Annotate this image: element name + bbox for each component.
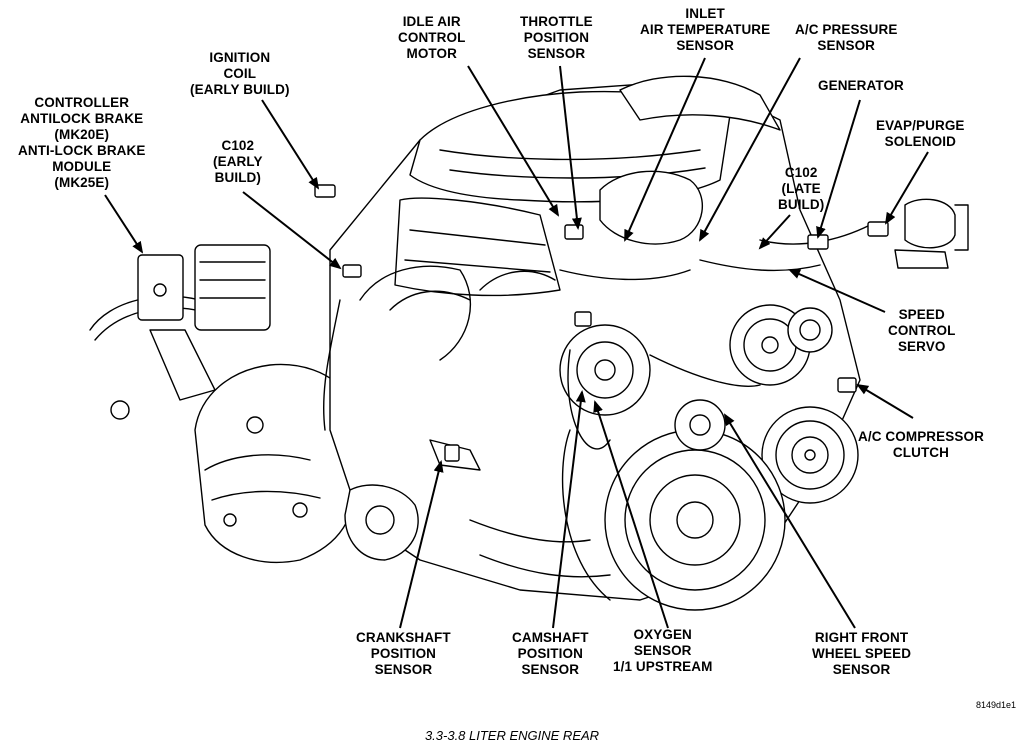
label-line: COIL — [223, 66, 257, 81]
label-throttle-position-sensor: THROTTLE POSITION SENSOR — [520, 14, 593, 62]
label-generator: GENERATOR — [818, 78, 904, 94]
label-line: THROTTLE — [520, 14, 593, 29]
label-speed-control-servo: SPEED CONTROL SERVO — [888, 307, 955, 355]
label-line: ANTI-LOCK BRAKE — [18, 143, 146, 158]
label-line: (LATE — [781, 181, 821, 196]
label-c102-late-build: C102 (LATE BUILD) — [778, 165, 824, 213]
label-line: POSITION — [523, 30, 590, 45]
label-line: CLUTCH — [892, 445, 949, 460]
label-oxygen-sensor: OXYGEN SENSOR 1/1 UPSTREAM — [613, 627, 712, 675]
label-line: IGNITION — [209, 50, 271, 65]
figure-reference-code: 8149d1e1 — [975, 700, 1016, 710]
label-c102-early-build: C102 (EARLY BUILD) — [213, 138, 263, 186]
label-evap-purge-solenoid: EVAP/PURGE SOLENOID — [876, 118, 965, 150]
label-line: MODULE — [52, 159, 112, 174]
label-line: RIGHT FRONT — [814, 630, 909, 645]
label-line: SENSOR — [676, 38, 734, 53]
label-ignition-coil: IGNITION COIL (EARLY BUILD) — [190, 50, 290, 98]
label-line: EVAP/PURGE — [876, 118, 965, 133]
label-line: ANTILOCK BRAKE — [20, 111, 144, 126]
label-line: BUILD) — [214, 170, 261, 185]
label-line: (EARLY BUILD) — [190, 82, 290, 97]
label-line: GENERATOR — [818, 78, 904, 93]
label-line: A/C COMPRESSOR — [858, 429, 984, 444]
label-line: SPEED — [898, 307, 945, 322]
label-line: SENSOR — [832, 662, 891, 677]
label-line: SENSOR — [521, 662, 580, 677]
label-line: POSITION — [370, 646, 437, 661]
label-line: CRANKSHAFT — [356, 630, 451, 645]
label-camshaft-position-sensor: CAMSHAFT POSITION SENSOR — [512, 630, 589, 678]
label-line: SENSOR — [817, 38, 876, 53]
label-line: CONTROL — [398, 30, 466, 45]
label-idle-air-control-motor: IDLE AIR CONTROL MOTOR — [398, 14, 465, 62]
label-line: BUILD) — [778, 197, 825, 212]
label-line: SOLENOID — [884, 134, 956, 149]
label-line: POSITION — [517, 646, 583, 661]
label-line: OXYGEN — [633, 627, 692, 642]
label-line: CONTROLLER — [34, 95, 130, 110]
label-crankshaft-position-sensor: CRANKSHAFT POSITION SENSOR — [356, 630, 451, 678]
label-line: SENSOR — [527, 46, 586, 61]
label-line: (MK25E) — [54, 175, 110, 190]
label-line: A/C PRESSURE — [795, 22, 898, 37]
label-line: SERVO — [897, 339, 946, 354]
label-line: (MK20E) — [54, 127, 110, 142]
label-line: SENSOR — [633, 643, 692, 658]
label-line: C102 — [784, 165, 818, 180]
label-right-front-wheel-speed-sensor: RIGHT FRONT WHEEL SPEED SENSOR — [812, 630, 911, 678]
figure-caption: 3.3-3.8 LITER ENGINE REAR — [424, 728, 600, 743]
label-line: (EARLY — [213, 154, 263, 169]
label-line: SENSOR — [374, 662, 433, 677]
label-line: INLET — [685, 6, 725, 21]
label-inlet-air-temperature-sensor: INLET AIR TEMPERATURE SENSOR — [640, 6, 770, 54]
label-line: CAMSHAFT — [512, 630, 589, 645]
label-ac-compressor-clutch: A/C COMPRESSOR CLUTCH — [858, 429, 984, 461]
label-line: C102 — [221, 138, 255, 153]
label-ac-pressure-sensor: A/C PRESSURE SENSOR — [795, 22, 897, 54]
label-line: IDLE AIR — [402, 14, 461, 29]
label-line: MOTOR — [406, 46, 457, 61]
label-controller-antilock-brake: CONTROLLER ANTILOCK BRAKE (MK20E) ANTI-L… — [18, 95, 146, 191]
label-line: AIR TEMPERATURE — [640, 22, 771, 37]
label-line: 1/1 UPSTREAM — [613, 659, 713, 674]
label-line: CONTROL — [888, 323, 956, 338]
label-line: WHEEL SPEED — [812, 646, 912, 661]
